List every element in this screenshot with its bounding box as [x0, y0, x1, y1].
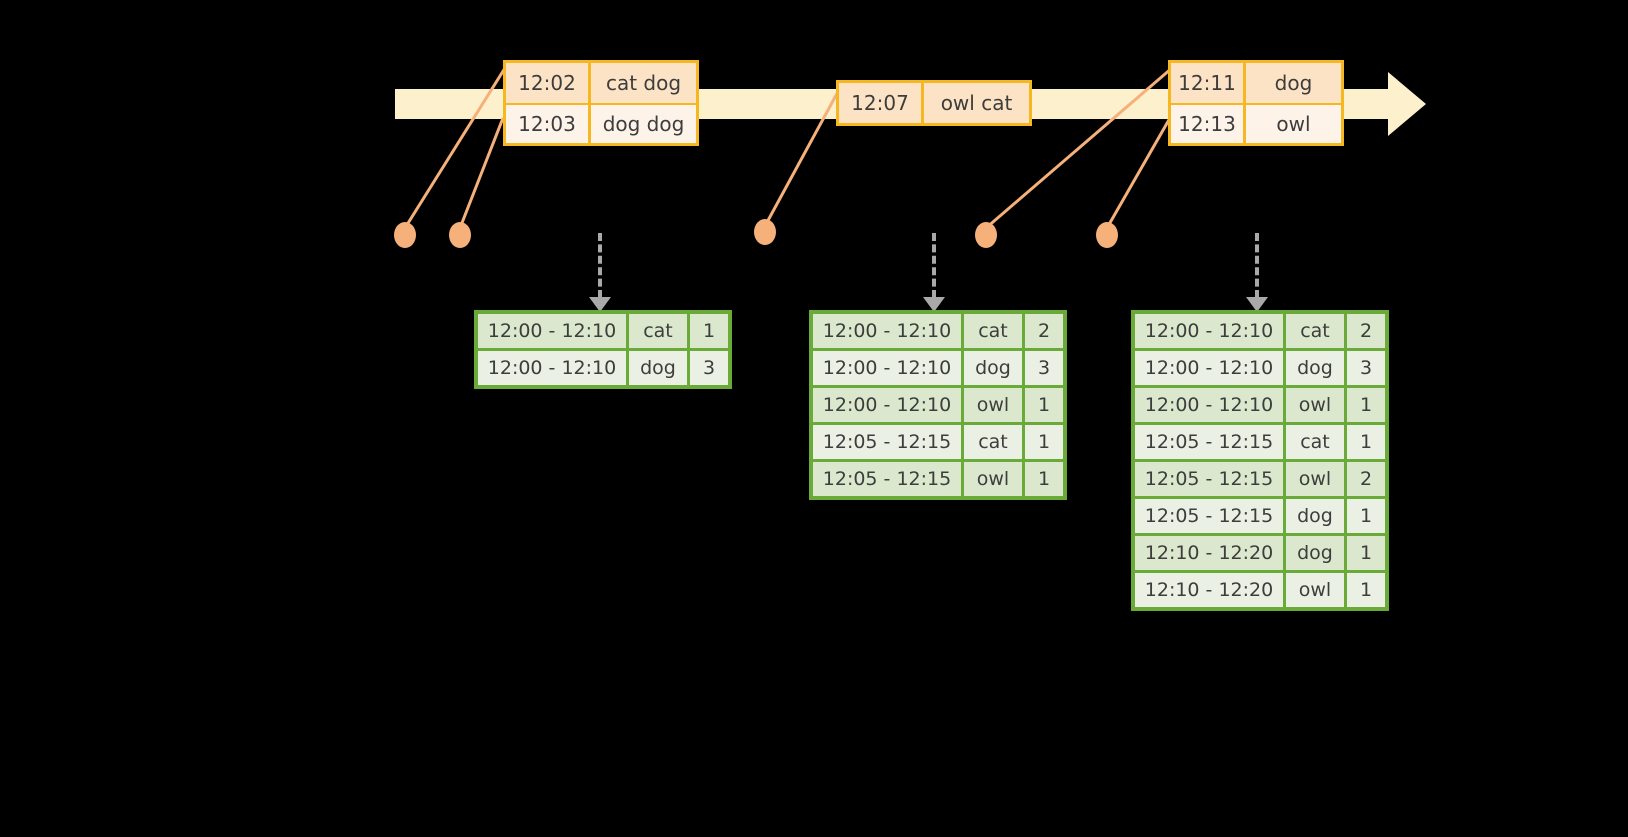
connector-dot-3: [754, 219, 776, 245]
connector-dot-1: [394, 222, 416, 248]
connector-line-2: [458, 117, 505, 229]
event-row: 12:13 owl: [1171, 103, 1341, 143]
event-payload: cat dog: [605, 71, 682, 95]
word-cell: cat: [1286, 425, 1344, 459]
window-cell: 12:00 - 12:10: [1135, 351, 1283, 385]
window-cell: 12:00 - 12:10: [478, 314, 626, 348]
word-cell: dog: [1286, 499, 1344, 533]
word-cell: dog: [1286, 351, 1344, 385]
count-cell: 1: [1347, 388, 1385, 422]
count-cell: 1: [1347, 536, 1385, 570]
window-cell: 12:10 - 12:20: [1135, 573, 1283, 607]
word-cell: dog: [964, 351, 1022, 385]
window-cell: 12:00 - 12:10: [813, 314, 961, 348]
event-payload: owl: [1276, 112, 1311, 136]
count-cell: 2: [1025, 314, 1063, 348]
event-row: 12:07 owl cat: [839, 83, 1029, 123]
word-cell: owl: [964, 462, 1022, 496]
event-payload: dog: [1274, 71, 1313, 95]
count-cell: 1: [1025, 388, 1063, 422]
count-cell: 1: [1025, 425, 1063, 459]
window-cell: 12:05 - 12:15: [1135, 499, 1283, 533]
connector-line-5: [1105, 117, 1172, 229]
connector-dot-2: [449, 222, 471, 248]
word-cell: owl: [1286, 388, 1344, 422]
event-time: 12:03: [506, 105, 591, 143]
word-cell: owl: [1286, 573, 1344, 607]
count-cell: 2: [1347, 314, 1385, 348]
window-cell: 12:10 - 12:20: [1135, 536, 1283, 570]
word-cell: cat: [964, 425, 1022, 459]
event-payload: owl cat: [940, 91, 1013, 115]
connector-dot-4: [975, 222, 997, 248]
flow-arrow-down-icon-2: [923, 233, 945, 312]
event-time: 12:13: [1171, 105, 1246, 143]
window-cell: 12:05 - 12:15: [813, 462, 961, 496]
word-cell: cat: [964, 314, 1022, 348]
count-cell: 1: [690, 314, 728, 348]
word-cell: cat: [629, 314, 687, 348]
count-cell: 2: [1347, 462, 1385, 496]
window-cell: 12:00 - 12:10: [478, 351, 626, 385]
window-cell: 12:05 - 12:15: [813, 425, 961, 459]
word-cell: dog: [629, 351, 687, 385]
count-cell: 1: [1347, 425, 1385, 459]
event-time: 12:07: [839, 83, 924, 123]
event-group-3: 12:11 dog 12:13 owl: [1168, 60, 1344, 146]
count-cell: 1: [1347, 573, 1385, 607]
window-cell: 12:05 - 12:15: [1135, 425, 1283, 459]
word-cell: dog: [1286, 536, 1344, 570]
window-cell: 12:00 - 12:10: [813, 388, 961, 422]
count-cell: 1: [1347, 499, 1385, 533]
window-cell: 12:00 - 12:10: [1135, 388, 1283, 422]
word-cell: owl: [964, 388, 1022, 422]
window-cell: 12:05 - 12:15: [1135, 462, 1283, 496]
count-cell: 3: [1025, 351, 1063, 385]
event-row: 12:03 dog dog: [506, 103, 696, 143]
count-cell: 3: [1347, 351, 1385, 385]
window-cell: 12:00 - 12:10: [813, 351, 961, 385]
count-cell: 3: [690, 351, 728, 385]
timeline-arrowhead-icon: [1388, 72, 1426, 136]
event-group-1: 12:02 cat dog 12:03 dog dog: [503, 60, 699, 146]
flow-arrow-down-icon-3: [1246, 233, 1268, 312]
event-time: 12:11: [1171, 63, 1246, 103]
word-cell: cat: [1286, 314, 1344, 348]
event-payload: dog dog: [602, 112, 685, 136]
word-cell: owl: [1286, 462, 1344, 496]
event-row: 12:11 dog: [1171, 63, 1341, 103]
count-cell: 1: [1025, 462, 1063, 496]
connector-dot-5: [1096, 222, 1118, 248]
flow-arrow-down-icon-1: [589, 233, 611, 312]
window-cell: 12:00 - 12:10: [1135, 314, 1283, 348]
event-row: 12:02 cat dog: [506, 63, 696, 103]
event-group-2: 12:07 owl cat: [836, 80, 1032, 126]
event-time: 12:02: [506, 63, 591, 103]
